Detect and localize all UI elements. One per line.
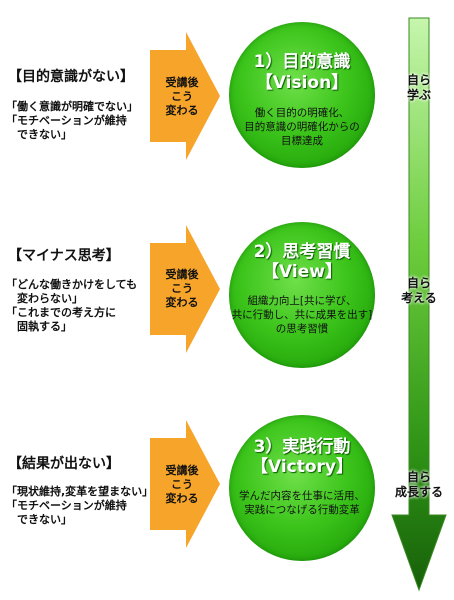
circle-desc-1: 働く目的の明確化、 目的意識の明確化からの 目標達成	[244, 107, 360, 147]
circle-title-3: 3）実践行動	[253, 437, 351, 457]
circle-title-2: 2）思考習慣	[253, 242, 351, 262]
circle-title-1: 1）目的意識	[253, 52, 351, 72]
problem-title-2: 【マイナス思考】	[8, 248, 120, 264]
change-arrow-3	[150, 420, 220, 548]
circle-sub-1: 【Vision】	[255, 73, 349, 93]
side-label-think: 自ら 考える	[401, 276, 437, 305]
change-arrow-2	[150, 225, 220, 353]
problem-desc-1: 「働く意識が明確でない」 「モチベーションが維持 できない」	[6, 100, 138, 141]
side-label-grow: 自ら 成長する	[394, 470, 443, 499]
circle-sub-2: 【View】	[262, 262, 342, 282]
circle-sub-3: 【Victory】	[250, 457, 354, 477]
problem-desc-3: 「現状維持,変革を望まない」 「モチベーションが維持 できない」	[6, 485, 154, 526]
circle-view: 2）思考習慣 【View】 組織力向上[共に学び、 共に行動し、共に成果を出す]…	[229, 222, 375, 368]
circle-desc-2: 組織力向上[共に学び、 共に行動し、共に成果を出す] の思考習慣	[231, 295, 373, 335]
growth-arrow	[391, 17, 447, 592]
problem-title-3: 【結果が出ない】	[8, 456, 120, 472]
change-arrow-1	[150, 32, 220, 160]
circle-desc-3: 学んだ内容を仕事に活用、 実践につなげる行動変革	[239, 490, 365, 516]
arrow-label-3: 受講後 こう 変わる	[165, 464, 199, 505]
problem-title-1: 【目的意識がない】	[8, 69, 134, 85]
circle-victory: 3）実践行動 【Victory】 学んだ内容を仕事に活用、 実践につなげる行動変…	[229, 415, 375, 561]
problem-desc-2: 「どんな働きかけをしても 変わらない」 「これまでの考え方に 固執する」	[6, 278, 138, 333]
side-label-learn: 自ら 学ぶ	[406, 73, 431, 102]
circle-vision: 1）目的意識 【Vision】 働く目的の明確化、 目的意識の明確化からの 目標…	[229, 22, 375, 168]
arrow-label-2: 受講後 こう 変わる	[165, 268, 199, 309]
arrow-label-1: 受講後 こう 変わる	[165, 76, 199, 117]
